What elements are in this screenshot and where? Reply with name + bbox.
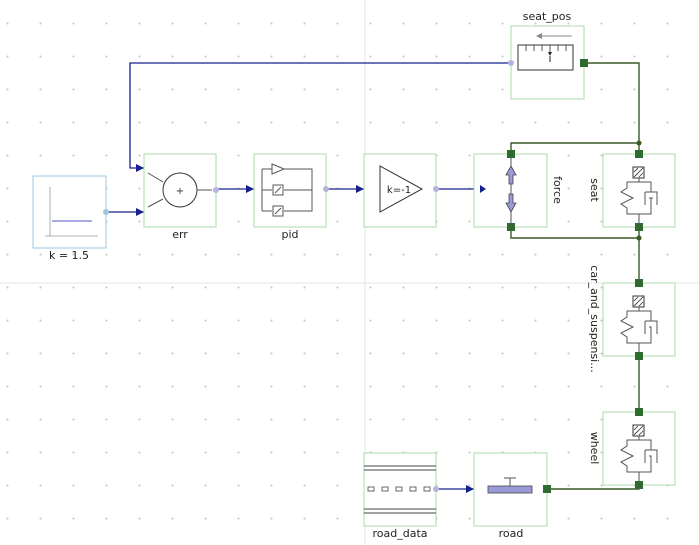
junction-top <box>636 140 642 146</box>
err-label: err <box>172 228 188 241</box>
port-seat-bottom <box>635 223 643 231</box>
pid-label: pid <box>281 228 298 241</box>
gain-value: k=-1 <box>387 185 411 196</box>
port-roaddata-out <box>433 486 439 492</box>
err-sum-sign: + <box>176 186 184 197</box>
wire-force-bottom <box>510 227 639 239</box>
port-err-out <box>213 187 219 193</box>
port-car-top <box>635 279 643 287</box>
force-block[interactable]: force <box>473 153 564 228</box>
port-pid-out <box>323 186 329 192</box>
port-force-top <box>507 150 515 158</box>
port-setpoint-out <box>103 209 109 215</box>
err-block[interactable]: + err <box>143 153 217 241</box>
car-and-suspension-block[interactable]: car_and_suspensi... <box>588 265 676 373</box>
port-wheel-top <box>635 408 643 416</box>
wheel-label: wheel <box>588 432 601 465</box>
ports[interactable] <box>103 59 643 493</box>
port-car-bottom <box>635 352 643 360</box>
junction-bottom <box>636 235 642 241</box>
arrow-pid-to-gain <box>356 185 364 193</box>
arrow-roaddata-to-road <box>466 485 474 493</box>
setpoint-block[interactable]: k = 1.5 <box>32 175 107 262</box>
arrow-err-to-pid <box>246 185 254 193</box>
road-block[interactable]: road <box>473 452 548 540</box>
wire-seatpos-to-seat <box>584 62 640 154</box>
seat-label: seat <box>588 178 601 202</box>
road-label: road <box>499 527 524 540</box>
setpoint-label: k = 1.5 <box>49 249 89 262</box>
arrow-feedback-to-err <box>136 164 144 172</box>
pid-block[interactable]: pid <box>253 153 327 241</box>
car-and-suspension-label: car_and_suspensi... <box>588 265 601 372</box>
port-force-bottom <box>507 223 515 231</box>
port-seat-top <box>635 150 643 158</box>
port-seatpos-flange <box>580 59 588 67</box>
wire-seatpos-feedback <box>129 62 511 169</box>
seat-pos-block[interactable]: seat_pos <box>510 10 585 100</box>
force-label: force <box>551 176 564 204</box>
port-seatpos-out <box>508 60 514 66</box>
wire-force-top <box>510 142 639 154</box>
wire-road-to-wheel <box>547 485 640 490</box>
port-road-out <box>543 485 551 493</box>
gain-block[interactable]: k=-1 <box>363 153 437 228</box>
port-wheel-bottom <box>635 481 643 489</box>
signal-wires[interactable] <box>106 62 511 493</box>
seat-pos-label: seat_pos <box>523 10 572 23</box>
port-gain-out <box>433 186 439 192</box>
seat-block[interactable]: seat <box>588 153 676 228</box>
arrow-setpoint-to-err <box>136 208 144 216</box>
road-data-label: road_data <box>372 527 427 540</box>
wheel-block[interactable]: wheel <box>588 411 676 486</box>
road-data-block[interactable]: road_data <box>363 452 437 540</box>
